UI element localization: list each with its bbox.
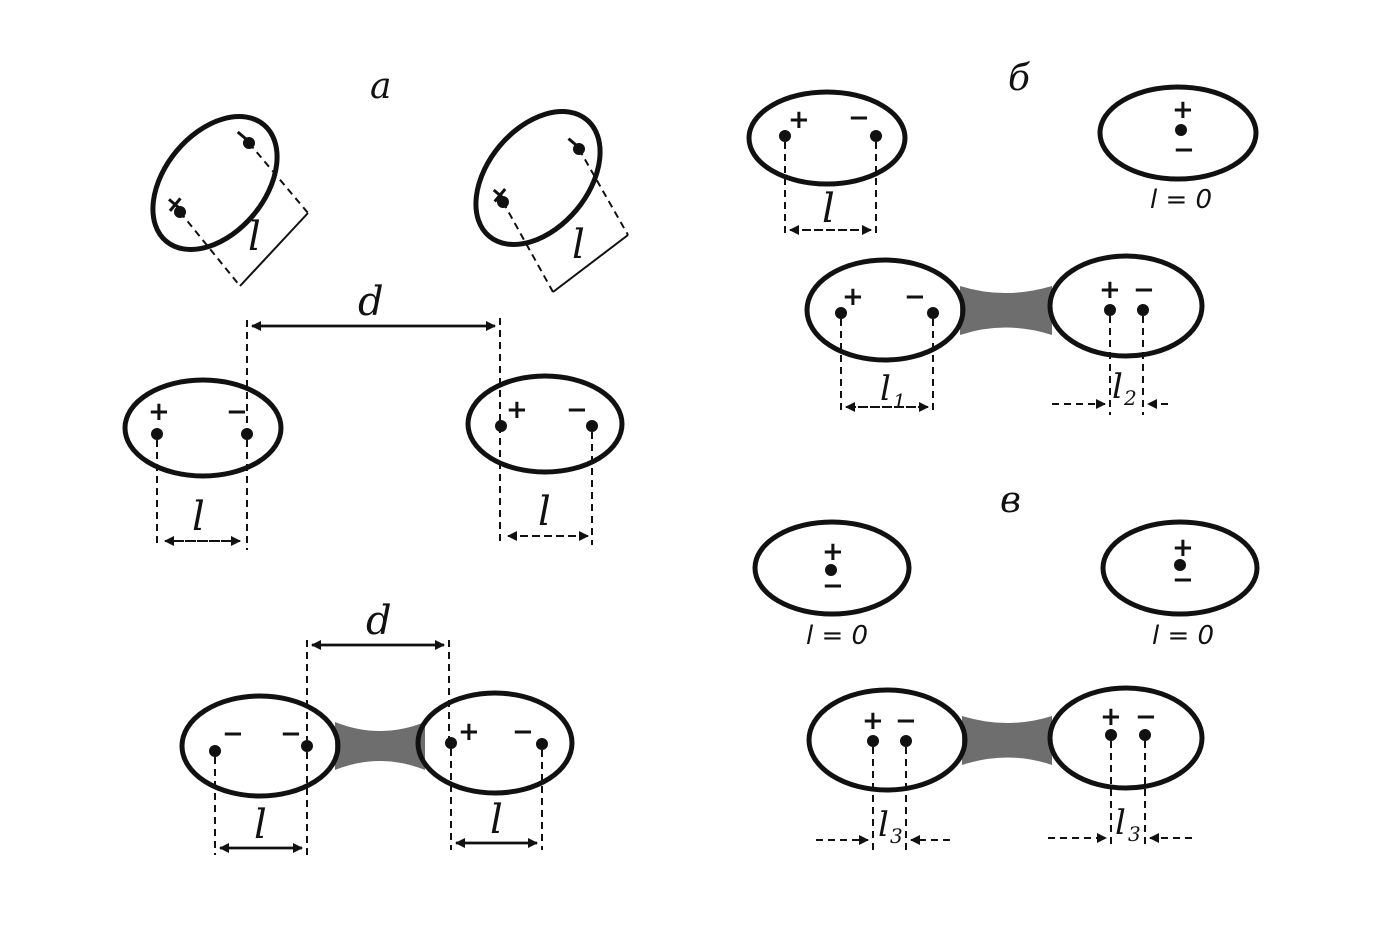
svg-text:−: − [1133, 275, 1155, 305]
svg-text:−: − [566, 395, 588, 425]
section-label-c: в [1000, 480, 1021, 521]
section-label-a: a [370, 66, 391, 107]
svg-text:l: l [248, 214, 261, 260]
svg-text:l: l [1112, 367, 1123, 407]
svg-text:−: − [904, 282, 926, 312]
svg-text:+: + [1172, 533, 1194, 563]
overlap-bridge-a [335, 722, 425, 770]
svg-text:+: + [157, 186, 193, 223]
svg-text:3: 3 [1128, 822, 1141, 846]
svg-text:3: 3 [890, 824, 903, 848]
induced-pair-b-right: + − l 2 [1047, 253, 1205, 415]
svg-text:+: + [788, 105, 810, 135]
svg-text:−: − [848, 103, 870, 133]
svg-text:d: d [366, 598, 392, 644]
svg-text:−: − [1172, 565, 1194, 595]
svg-text:−: − [895, 706, 917, 736]
svg-text:l: l [878, 805, 889, 845]
svg-text:l: l [572, 222, 585, 268]
svg-text:l = 0: l = 0 [1152, 621, 1214, 651]
svg-text:+: + [822, 537, 844, 567]
svg-text:l = 0: l = 0 [1150, 185, 1212, 215]
polar-molecule-b: + − l [746, 89, 908, 238]
svg-text:−: − [822, 571, 844, 601]
svg-text:+: + [1172, 95, 1194, 125]
overlap-bridge-c [962, 716, 1052, 765]
overlap-bridge-b [960, 286, 1052, 335]
svg-text:l: l [490, 797, 503, 843]
svg-text:l: l [880, 369, 891, 409]
svg-text:+: + [148, 397, 170, 427]
svg-text:+: + [458, 717, 480, 747]
svg-text:2: 2 [1123, 386, 1137, 410]
induced-pair-b-left: + − l 1 [804, 257, 966, 415]
svg-text:+: + [842, 282, 864, 312]
svg-text:−: − [222, 719, 244, 749]
distance-d-lower: d [306, 598, 450, 740]
section-label-b: б [1008, 58, 1031, 99]
svg-text:+: + [482, 177, 518, 214]
svg-text:l: l [822, 186, 835, 232]
svg-text:+: + [506, 395, 528, 425]
svg-text:l: l [538, 489, 551, 535]
svg-text:1: 1 [893, 389, 906, 413]
induced-pair-c-right: + − l 3 [1047, 685, 1205, 848]
svg-text:−: − [557, 126, 593, 163]
bonded-dipole-left: − − l [179, 693, 341, 855]
svg-text:+: + [1099, 275, 1121, 305]
distance-d-upper: d [246, 279, 501, 550]
svg-text:+: + [1100, 702, 1122, 732]
svg-text:−: − [226, 119, 262, 156]
tilted-dipole-left: − + l [150, 113, 309, 287]
bonded-dipole-right: + − l [415, 690, 575, 850]
nonpolar-molecule-c-right: + − l = 0 [1100, 519, 1260, 651]
tilted-dipole-right: − + l [473, 108, 629, 293]
induced-pair-c-left: + − l 3 [806, 687, 968, 852]
dipole-pair-right: + − l [465, 373, 625, 545]
svg-text:l: l [1115, 803, 1126, 843]
nonpolar-molecule-c-left: + − l = 0 [752, 519, 912, 651]
svg-text:−: − [280, 719, 302, 749]
svg-text:l: l [254, 802, 267, 848]
svg-text:l = 0: l = 0 [806, 621, 868, 651]
svg-text:−: − [226, 397, 248, 427]
dipole-pair-left: + − l [122, 377, 284, 548]
nonpolar-molecule-b: + − l = 0 [1097, 84, 1259, 215]
svg-text:d: d [358, 279, 384, 325]
svg-text:−: − [1173, 135, 1195, 165]
svg-text:−: − [512, 717, 534, 747]
svg-text:+: + [862, 706, 884, 736]
svg-text:−: − [1135, 702, 1157, 732]
svg-text:l: l [192, 494, 205, 540]
